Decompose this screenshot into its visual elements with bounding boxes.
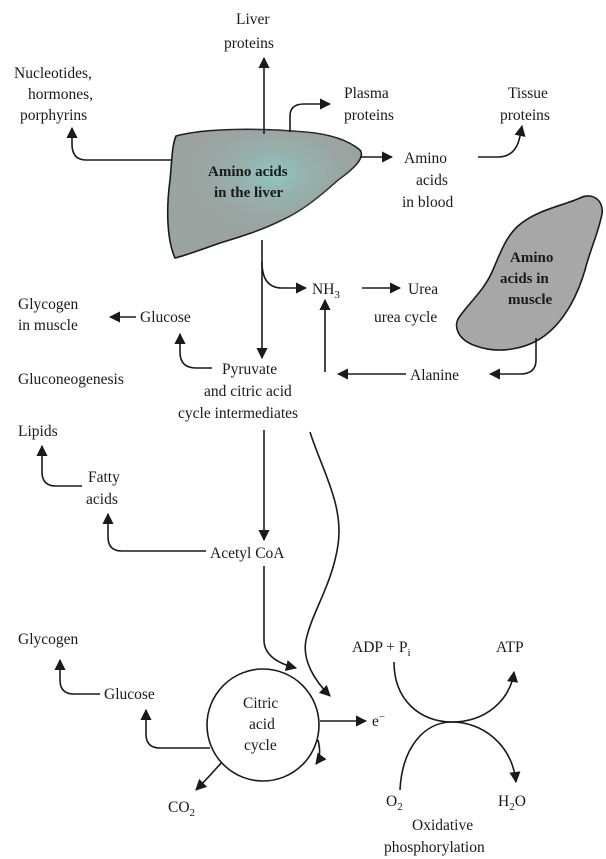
arrow-to-nh3 [262, 262, 306, 288]
label-o2: O2 [386, 793, 403, 813]
label-atp: ATP [496, 639, 524, 656]
label-adp: ADP + Pi [352, 639, 411, 659]
label-nucleotides-2: hormones, [28, 86, 93, 103]
label-cycle-1: Citric [243, 695, 278, 712]
label-acetyl-coa: Acetyl CoA [210, 545, 285, 562]
arc-o2-to-h2o [400, 722, 516, 790]
label-glycogen-muscle-2: in muscle [18, 317, 78, 334]
label-pyruvate-1: Pyruvate [222, 361, 277, 378]
arrow-intermediates-to-cycle [305, 432, 339, 696]
arrow-fatty-acids-to-lipids [42, 446, 82, 486]
label-muscle-amino-1: Amino [510, 250, 553, 266]
label-pyruvate-2: and citric acid [204, 383, 292, 400]
label-glycogen-lower: Glycogen [18, 631, 79, 648]
label-blood-amino-1: Amino [404, 150, 447, 167]
label-gluconeogenesis: Gluconeogenesis [18, 371, 124, 388]
label-co2: CO2 [168, 799, 195, 819]
label-lipids: Lipids [18, 423, 58, 440]
label-muscle-amino-3: muscle [508, 292, 553, 308]
label-fatty-2: acids [86, 491, 118, 508]
arrow-glucose-to-glycogen-lower [60, 660, 100, 694]
label-urea-cycle: urea cycle [374, 309, 437, 326]
label-tissue-1: Tissue [508, 85, 548, 102]
label-cycle-2: acid [249, 716, 275, 733]
label-blood-amino-3: in blood [402, 194, 453, 211]
label-fatty-1: Fatty [88, 469, 120, 486]
label-electron: e− [372, 711, 385, 730]
label-liver-amino-2: in the liver [214, 185, 283, 201]
arrow-to-tissue-proteins [478, 126, 522, 157]
label-glucose-lower: Glucose [104, 686, 155, 703]
label-oxphos-2: phosphorylation [384, 839, 485, 856]
arrow-cycle-to-co2 [196, 762, 222, 790]
arrow-acetylcoa-to-fatty-acids [108, 514, 206, 551]
arrow-pyruvate-to-glucose [180, 334, 212, 368]
arrow-acetylcoa-to-cycle [264, 566, 296, 668]
label-liver-proteins-1: Liver [236, 11, 270, 28]
label-muscle-amino-2: acids in [500, 271, 549, 287]
label-nucleotides-1: Nucleotides, [14, 65, 92, 82]
label-alanine: Alanine [410, 367, 459, 384]
label-blood-amino-2: acids [416, 172, 448, 189]
label-oxphos-1: Oxidative [412, 817, 473, 834]
label-plasma-1: Plasma [344, 85, 389, 102]
label-glucose-top: Glucose [140, 309, 191, 326]
label-glycogen-muscle-1: Glycogen [18, 296, 79, 313]
arrow-to-nucleotides [72, 128, 172, 160]
arrow-cycle-to-glucose [146, 710, 210, 748]
label-plasma-2: proteins [344, 107, 394, 124]
arrow-to-plasma-proteins [290, 104, 330, 132]
label-pyruvate-3: cycle intermediates [178, 405, 298, 422]
label-h2o: H2O [498, 793, 526, 813]
arc-adp-to-atp [394, 662, 514, 722]
label-liver-proteins-2: proteins [224, 35, 274, 52]
label-cycle-3: cycle [244, 737, 277, 754]
label-urea: Urea [408, 281, 438, 298]
label-nucleotides-3: porphyrins [20, 107, 87, 124]
label-liver-amino-1: Amino acids [208, 164, 288, 180]
label-tissue-2: proteins [500, 107, 550, 124]
label-nh3: NH3 [312, 281, 340, 301]
